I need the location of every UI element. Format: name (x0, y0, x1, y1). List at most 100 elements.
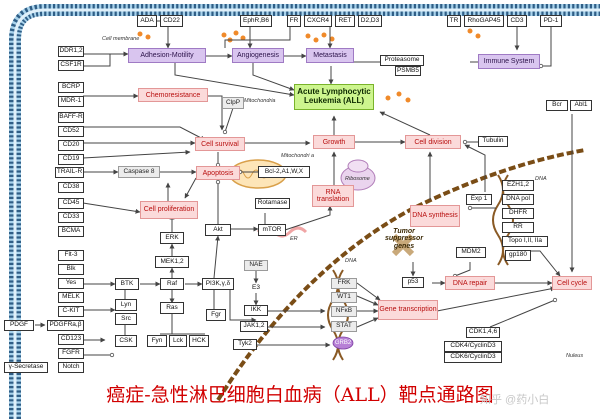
receptor-notch[interactable]: Notch (58, 362, 84, 373)
node-pi3k[interactable]: PI3K,γ,δ (202, 278, 234, 290)
node-stat[interactable]: STAT (331, 321, 357, 332)
node-btk[interactable]: BTK (115, 278, 139, 290)
node-cdk1-4-6[interactable]: CDK1,4,6 (466, 327, 500, 338)
receptor-bcrp[interactable]: BCRP (58, 82, 84, 93)
node-tubulin[interactable]: Tubulin (478, 136, 508, 147)
receptor-blk[interactable]: Blk (58, 264, 84, 275)
node-topo[interactable]: Topo I,II, IIa (502, 236, 548, 247)
node-bcr[interactable]: Bcr (546, 100, 568, 111)
node-p53[interactable]: p53 (402, 277, 424, 288)
process-cell-proliferation[interactable]: Cell proliferation (140, 201, 198, 219)
node-cdk4-cyclind3[interactable]: CDK4/CyclinD3 (444, 341, 502, 352)
process-dna-synthesis[interactable]: DNA synthesis (410, 205, 460, 227)
receptor-cd52[interactable]: CD52 (58, 126, 84, 137)
node-grb2[interactable]: GRB2 (334, 340, 352, 346)
receptor-cd45[interactable]: CD45 (58, 198, 84, 209)
node-mdm2[interactable]: MDM2 (456, 247, 486, 258)
node-rotamase[interactable]: Rotamase (255, 198, 290, 209)
receptor-csf1r[interactable]: CSF1R (58, 60, 84, 71)
node-gp180[interactable]: gp180 (505, 250, 531, 261)
node-fyn[interactable]: Fyn (147, 335, 167, 347)
process-angiogenesis[interactable]: Angiogenesis (232, 48, 284, 63)
process-metastasis[interactable]: Metastasis (306, 48, 354, 63)
receptor-pd-1[interactable]: PD-1 (540, 15, 562, 27)
process-apoptosis[interactable]: Apoptosis (196, 166, 240, 180)
receptor-baff-r[interactable]: BAFF-R (58, 112, 84, 123)
receptor-cd38[interactable]: CD38 (58, 182, 84, 193)
node-jak1-2[interactable]: JAK1,2 (240, 321, 268, 332)
node-frk[interactable]: FRK (331, 278, 357, 289)
node-hck[interactable]: HCK (189, 335, 209, 347)
node-erk[interactable]: ERK (160, 232, 184, 244)
node-tyk2[interactable]: Tyk2 (233, 339, 257, 350)
node-bcl-2[interactable]: Bcl-2,A1,W,X (258, 166, 310, 178)
receptor-ephr-b6[interactable]: EphR,B6 (240, 15, 272, 27)
receptor-cd123[interactable]: CD123 (58, 334, 84, 345)
node-ras[interactable]: Ras (160, 302, 184, 314)
receptor-d2-d3[interactable]: D2,D3 (358, 15, 382, 27)
node-cdk6-cyclind3[interactable]: CDK6/CyclinD3 (444, 352, 502, 363)
process-dna-repair[interactable]: DNA repair (445, 276, 495, 290)
node-akt[interactable]: Akt (205, 224, 231, 236)
process-cell-cycle[interactable]: Cell cycle (552, 276, 592, 290)
node-rr[interactable]: RR (502, 222, 534, 233)
receptor-flt-3[interactable]: Flt-3 (58, 250, 84, 261)
process-rna-translation[interactable]: RNA translation (312, 185, 354, 207)
receptor-cd20[interactable]: CD20 (58, 140, 84, 151)
central-node-all[interactable]: Acute Lymphocytic Leukemia (ALL) (294, 84, 374, 110)
receptor-cd22[interactable]: CD22 (160, 15, 183, 27)
process-adhesion-motility[interactable]: Adhesion-Motility (128, 48, 206, 63)
process-growth[interactable]: Growth (313, 135, 355, 149)
figure-caption: 癌症-急性淋巴细胞白血病（ALL）靶点通路图 (106, 384, 494, 406)
node-wt1[interactable]: WT1 (331, 292, 357, 303)
receptor-ret[interactable]: RET (335, 15, 355, 27)
node-dna-pol[interactable]: DNA pol (502, 194, 534, 205)
node-caspase-8[interactable]: Caspase 8 (118, 166, 160, 178)
process-cell-division[interactable]: Cell division (405, 135, 461, 149)
node-mtor[interactable]: mTOR (258, 224, 286, 236)
receptor-cd19[interactable]: CD19 (58, 154, 84, 165)
node-fgr[interactable]: Fgr (206, 309, 226, 321)
receptor-mdr-1[interactable]: MDR-1 (58, 96, 84, 107)
receptor-fr[interactable]: FR (287, 15, 301, 27)
receptor-pdgfr[interactable]: PDGFRa,β (47, 320, 84, 331)
receptor-tr[interactable]: TR (447, 15, 461, 27)
receptor-rhogap45[interactable]: RhoGAP45 (464, 15, 504, 27)
node-mek1-2[interactable]: MEK1,2 (155, 256, 189, 268)
receptor-bcma[interactable]: BCMA (58, 226, 84, 237)
receptor-c-kit[interactable]: C-KIT (58, 306, 84, 317)
node-nae[interactable]: NAE (244, 260, 268, 271)
node-gamma-secretase[interactable]: γ-Secretase (4, 362, 48, 373)
process-chemoresistance[interactable]: Chemoresistance (138, 88, 208, 102)
node-src[interactable]: Src (115, 313, 137, 325)
node-abl1[interactable]: Abl1 (570, 100, 592, 111)
process-immune-system[interactable]: Immune System (478, 54, 540, 69)
receptor-ada[interactable]: ADA (137, 15, 157, 27)
node-exp1[interactable]: Exp 1 (466, 194, 492, 205)
node-ezh1-2[interactable]: EZH1,2 (502, 180, 534, 191)
node-lck[interactable]: Lck (169, 335, 187, 347)
receptor-cd3[interactable]: CD3 (507, 15, 527, 27)
node-csk[interactable]: CSK (115, 335, 137, 347)
node-ikk[interactable]: IKK (244, 305, 268, 316)
node-raf[interactable]: Raf (160, 278, 184, 290)
node-dhfr[interactable]: DHFR (502, 208, 534, 219)
node-pdgf[interactable]: PDGF (4, 320, 34, 331)
node-lyn[interactable]: Lyn (115, 299, 137, 311)
receptor-trail-r[interactable]: TRAIL-R (55, 167, 84, 178)
node-nfkb[interactable]: NFκB (331, 306, 357, 317)
receptor-cxcr4[interactable]: CXCR4 (304, 15, 332, 27)
grb2-blob (332, 336, 354, 350)
process-gene-transcription[interactable]: Gene transcription (378, 300, 438, 320)
tumor-suppressor-genes[interactable]: Tumor suppressor genes (384, 228, 424, 250)
receptor-ddr1-2[interactable]: DDR1,2 (58, 46, 84, 57)
node-clpp[interactable]: ClpP (222, 97, 244, 109)
receptor-fgfr[interactable]: FGFR (58, 348, 84, 359)
node-proteasome[interactable]: Proteasome (380, 55, 424, 66)
receptor-melk[interactable]: MELK (58, 292, 84, 303)
process-cell-survival[interactable]: Cell survival (195, 137, 245, 151)
receptor-cd33[interactable]: CD33 (58, 212, 84, 223)
node-psmb5[interactable]: PSMB5 (395, 66, 421, 76)
receptor-yes[interactable]: Yes (58, 278, 84, 289)
